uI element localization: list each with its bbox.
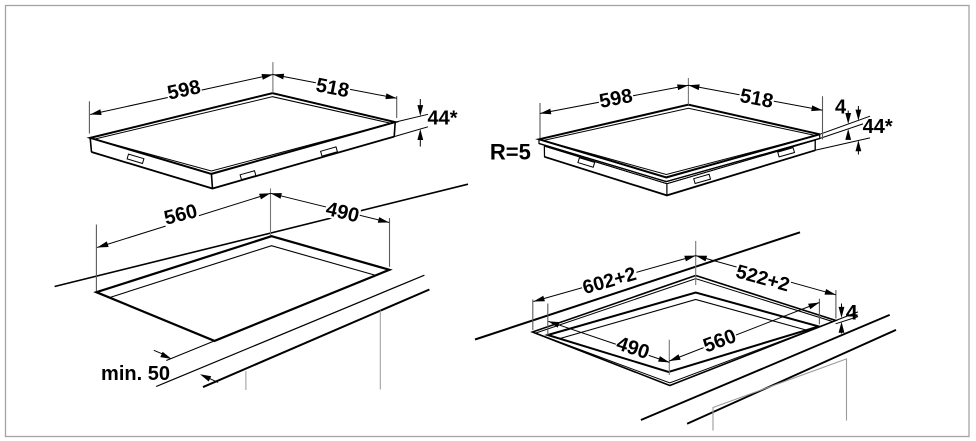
svg-text:min. 50: min. 50 bbox=[101, 363, 170, 385]
svg-text:4: 4 bbox=[846, 300, 858, 324]
svg-text:4: 4 bbox=[835, 96, 847, 118]
svg-text:44*: 44* bbox=[863, 116, 893, 138]
svg-text:44*: 44* bbox=[427, 107, 457, 129]
svg-text:R=5: R=5 bbox=[490, 140, 531, 165]
